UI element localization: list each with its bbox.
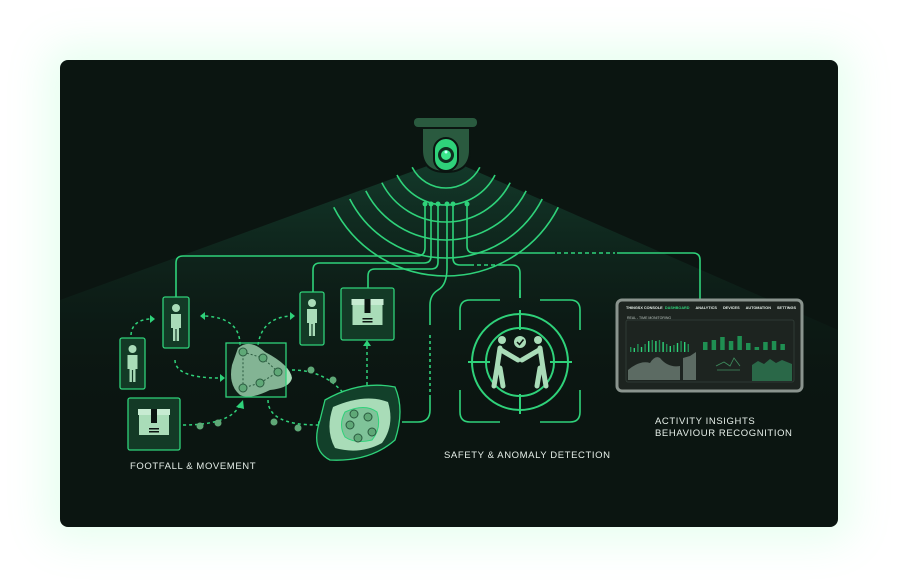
dashboard-chart-bar: [644, 344, 646, 352]
cctv-camera-icon: [414, 118, 477, 174]
safety-label: SAFETY & ANOMALY DETECTION: [444, 450, 611, 461]
dashboard-chart-bar: [754, 347, 760, 350]
footfall-label: FOOTFALL & MOVEMENT: [130, 461, 257, 472]
dashboard-chart-bar: [680, 341, 682, 352]
insights-label-1: ACTIVITY INSIGHTS: [655, 416, 756, 427]
dashboard-chart-bar: [737, 336, 742, 350]
signal-arc: [365, 190, 527, 241]
person-icon: [299, 291, 325, 346]
insights-label-2: BEHAVIOUR RECOGNITION: [655, 428, 793, 439]
dashboard-chart-bar: [633, 348, 635, 352]
dashboard-chart-bar: [666, 344, 668, 352]
dashboard-chart-bar: [669, 346, 671, 352]
person-icon: [119, 337, 146, 390]
dashboard-monitor: [615, 298, 804, 393]
signal-arc: [411, 166, 481, 189]
signal-arc: [381, 182, 511, 223]
signal-arc: [349, 198, 543, 259]
connection-lines: [175, 205, 701, 423]
dashboard-nav-item[interactable]: DASHBOARD: [664, 306, 690, 310]
movement-arrows: [130, 315, 368, 426]
dashboard-chart-bar: [637, 344, 639, 352]
dashboard-chart-bar: [640, 347, 643, 352]
dashboard-subtitle: REAL - TIME MONITORING: [627, 316, 672, 320]
dashboard-header: THINGSX CONSOLE DASHBOARD ANALYTICS DEVICE…: [626, 305, 796, 313]
dashboard-chart-bar: [763, 342, 768, 350]
dashboard-chart-bar: [651, 340, 653, 352]
dashboard-nav-item[interactable]: DEVICES: [722, 306, 740, 310]
path-nodes: [196, 366, 337, 432]
dashboard-nav-item[interactable]: ANALYTICS: [695, 306, 717, 310]
dashboard-chart-bar: [655, 341, 657, 352]
heatmap-blob-icon: [316, 384, 401, 461]
dashboard-chart-bar: [658, 340, 661, 352]
heatmap-blob-icon: [225, 342, 292, 398]
dashboard-chart-bar: [648, 341, 650, 352]
dashboard-chart-bar: [746, 343, 751, 350]
handshake-target-icon: [468, 310, 572, 414]
dashboard-chart-bar: [711, 340, 717, 350]
dashboard-nav-item[interactable]: AUTOMATION: [745, 306, 771, 310]
dashboard-chart-bar: [662, 342, 664, 352]
check-icon: [514, 336, 526, 348]
person-icon: [162, 296, 190, 349]
dashboard-title: THINGSX CONSOLE: [626, 306, 663, 310]
dashboard-chart-bar: [703, 342, 708, 350]
dashboard-chart-bar: [687, 344, 689, 352]
dashboard-chart-bar: [771, 341, 777, 350]
dashboard-chart-bar: [684, 342, 686, 352]
package-box-icon: [340, 287, 395, 341]
dashboard-chart-bar: [673, 345, 675, 352]
dashboard-chart-bar: [728, 341, 734, 350]
safety-detection-frame: [459, 290, 581, 423]
dashboard-nav-item[interactable]: SETTINGS: [777, 306, 796, 310]
dashboard-chart-bar: [676, 343, 679, 352]
dashboard-chart-bar: [630, 347, 632, 352]
connector-dots: [422, 201, 470, 207]
dashboard-chart-bar: [780, 344, 785, 350]
dashboard-chart-bar: [720, 337, 725, 350]
package-box-icon: [127, 397, 181, 451]
